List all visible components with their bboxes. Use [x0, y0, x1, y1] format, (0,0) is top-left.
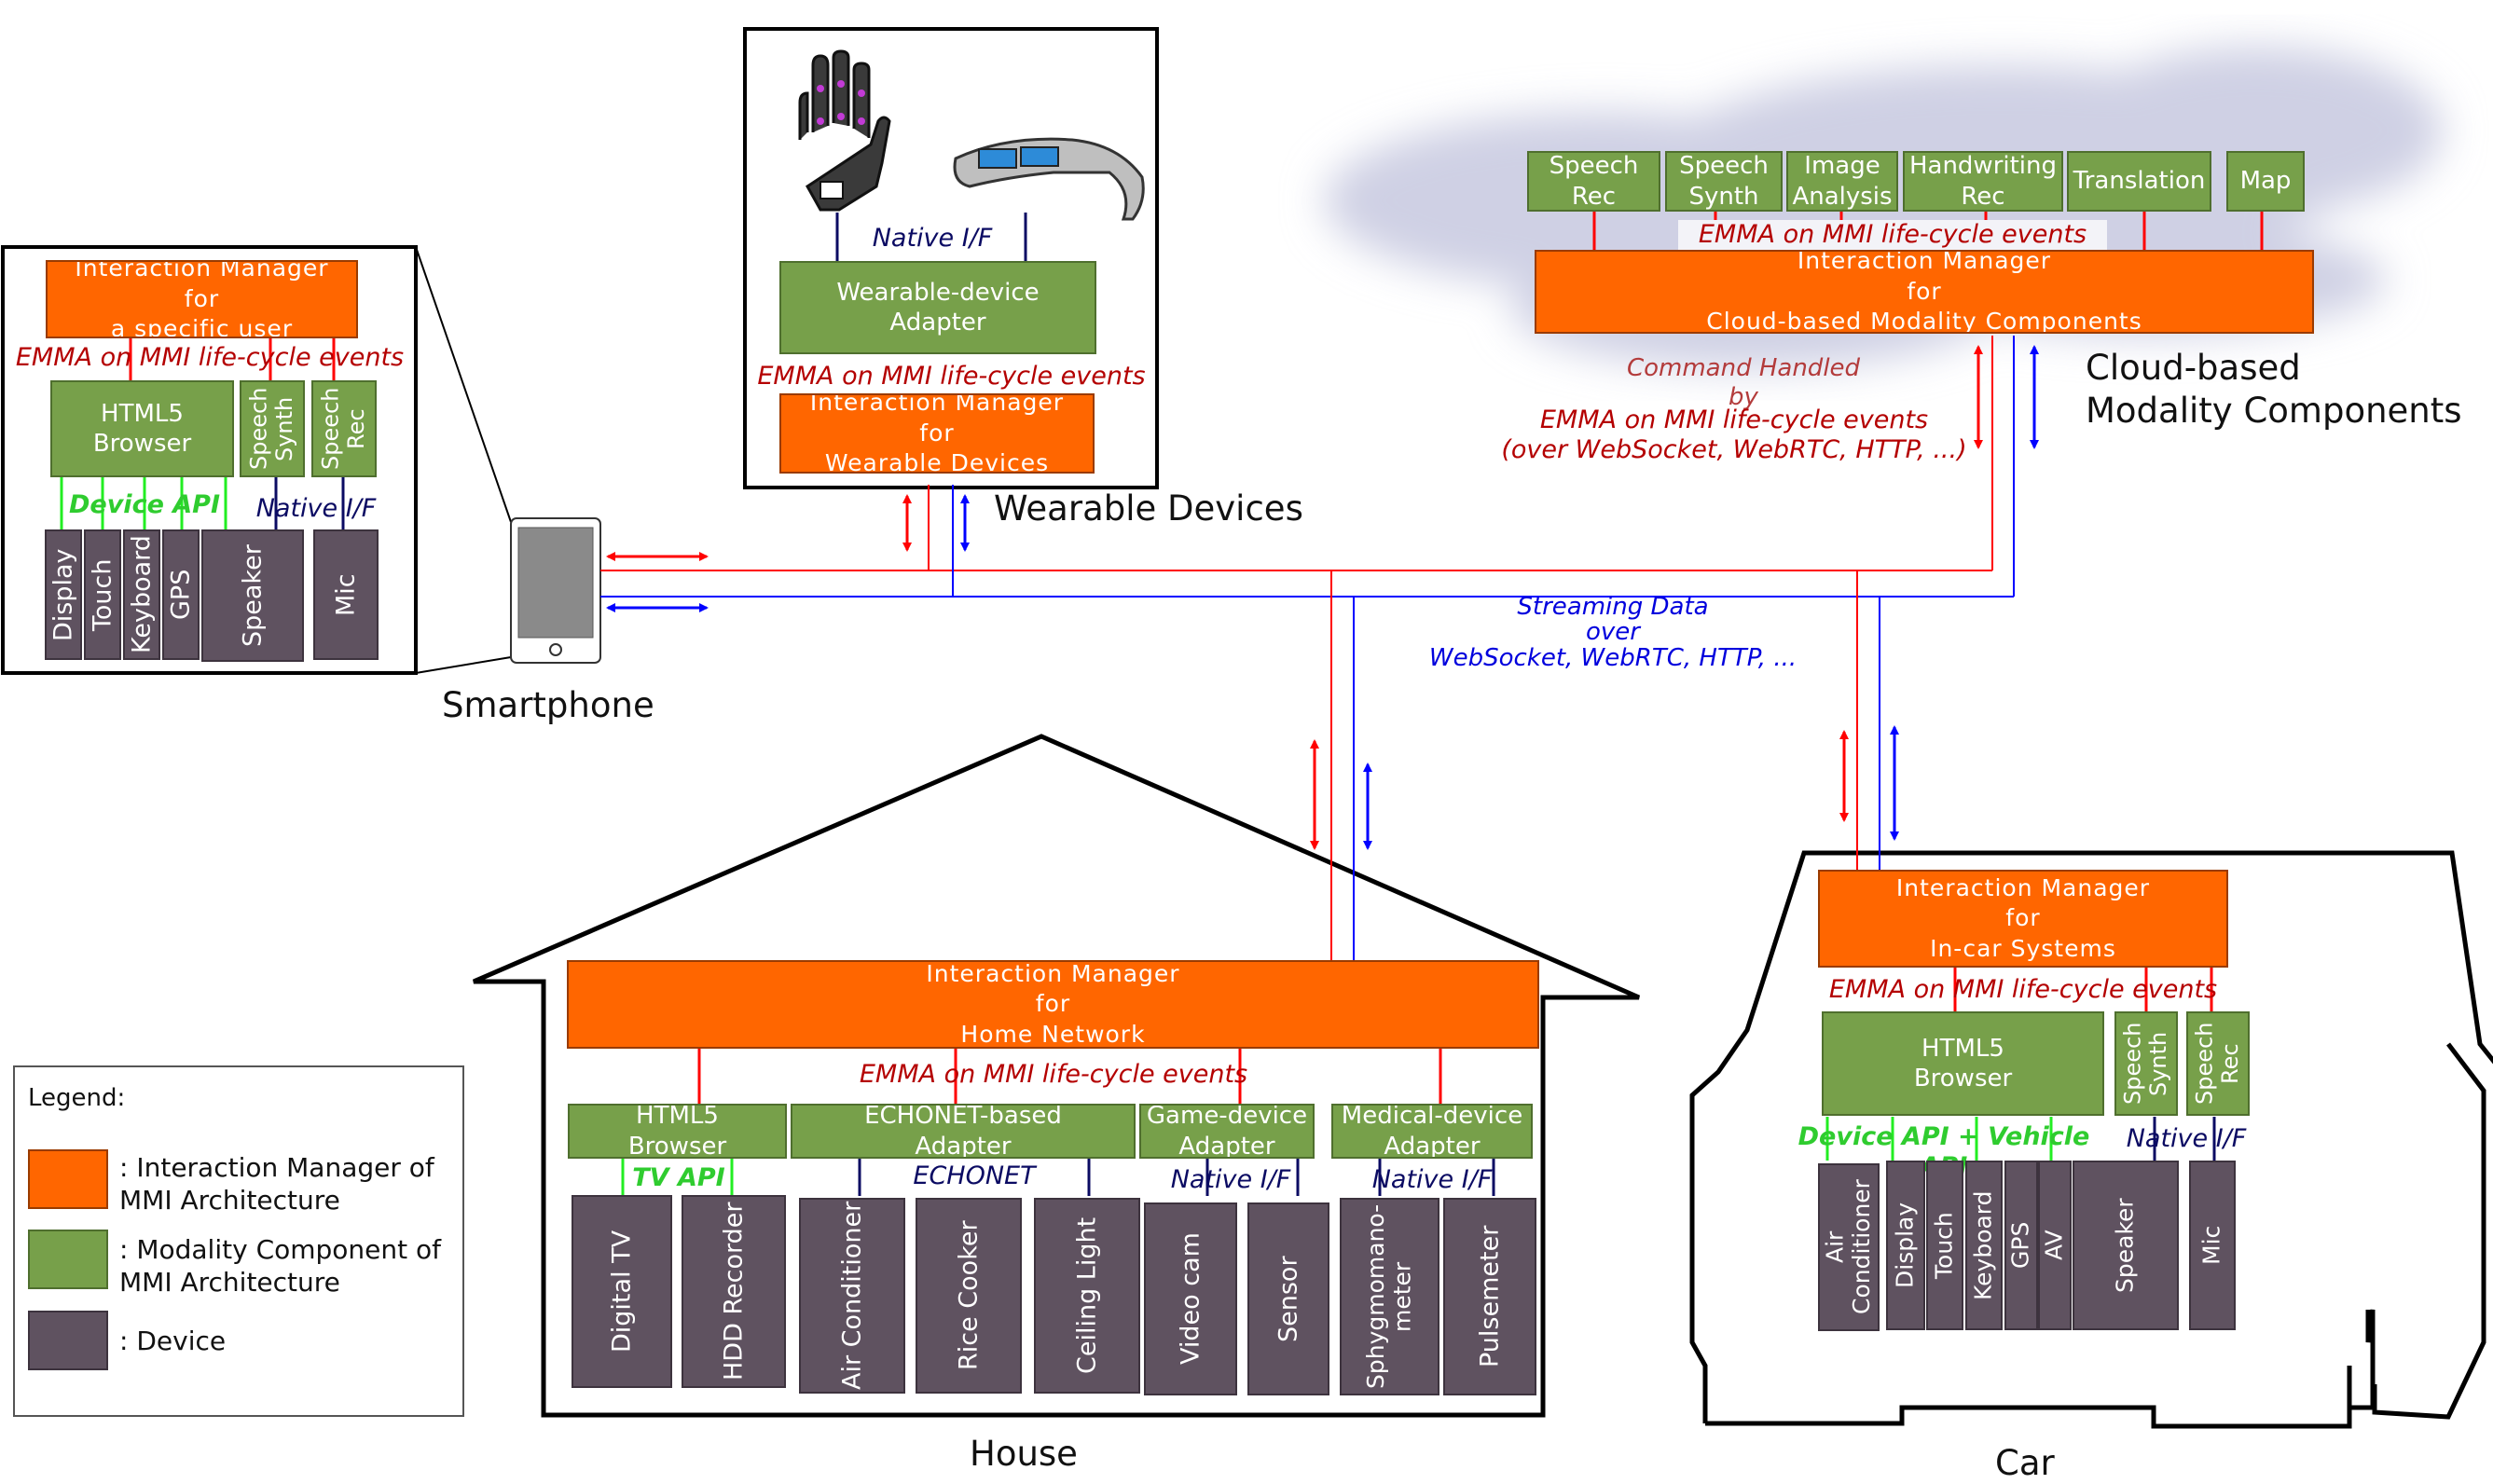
car-device-speaker: Speaker	[2073, 1161, 2179, 1330]
smartphone-device-gps: GPS	[162, 529, 200, 660]
house-native-if-2-label: Native I/F	[1371, 1165, 1493, 1194]
streaming-data-label: Streaming Data over WebSocket, WebRTC, H…	[1428, 593, 1797, 672]
house-emma-label: EMMA on MMI life-cycle events	[859, 1060, 1248, 1089]
house-game-device-adapter: Game-device Adapter	[1139, 1104, 1315, 1159]
smartphone-device-touch: Touch	[84, 529, 121, 660]
house-device-hdd-recorder: HDD Recorder	[682, 1195, 786, 1388]
car-device-gps: GPS	[2004, 1161, 2038, 1330]
car-device-keyboard: Keyboard	[1965, 1161, 2003, 1330]
wearable-emma-label: EMMA on MMI life-cycle events	[757, 362, 1146, 391]
house-device-sensor: Sensor	[1247, 1202, 1329, 1395]
cloud-caption: Cloud-based Modality Components	[2086, 348, 2462, 432]
house-echonet-label: ECHONET	[913, 1161, 1036, 1190]
house-tv-api-label: TV API	[632, 1163, 725, 1192]
car-device-air-conditioner: Air Conditioner	[1818, 1163, 1880, 1331]
smartphone-native-if-label: Native I/F	[255, 494, 377, 523]
smartphone-emma-label: EMMA on MMI life-cycle events	[15, 343, 405, 372]
house-device-video-cam: Video cam	[1144, 1202, 1237, 1395]
house-echonet-adapter: ECHONET-based Adapter	[791, 1104, 1136, 1159]
house-caption: House	[970, 1434, 1078, 1474]
legend-label-modality-component: : Modality Component of MMI Architecture	[119, 1234, 442, 1298]
wearable-device-adapter: Wearable-device Adapter	[779, 261, 1096, 354]
house-device-digital-tv: Digital TV	[572, 1195, 672, 1388]
smartphone-device-keyboard: Keyboard	[123, 529, 160, 660]
cloud-handwriting-rec: Handwriting Rec	[1903, 151, 2063, 212]
house-interaction-manager: Interaction Manager for Home Network	[567, 960, 1539, 1049]
legend-swatch-modality-component	[28, 1230, 108, 1289]
smartphone-caption: Smartphone	[442, 685, 654, 725]
smartphone-device-api-label: Device API	[68, 490, 221, 519]
car-device-mic: Mic	[2189, 1161, 2236, 1330]
house-html5-browser: HTML5 Browser	[568, 1104, 787, 1159]
legend-label-device: : Device	[119, 1326, 227, 1356]
car-html5-browser: HTML5 Browser	[1822, 1011, 2104, 1116]
cloud-command-label: Command Handled by	[1626, 354, 1861, 412]
house-device-ceiling-light: Ceiling Light	[1034, 1198, 1140, 1394]
house-device-pulsemeter: Pulsemeter	[1443, 1198, 1536, 1395]
legend: Legend: : Interaction Manager of MMI Arc…	[13, 1065, 464, 1417]
car-interaction-manager: Interaction Manager for In-car Systems	[1818, 870, 2228, 968]
cloud-map: Map	[2226, 151, 2305, 212]
cloud-speech-rec: Speech Rec	[1527, 151, 1660, 212]
smartphone-device-display: Display	[45, 529, 82, 660]
car-device-display: Display	[1886, 1161, 1925, 1330]
smartphone-speech-synth: Speech Synth	[240, 380, 305, 477]
car-native-if-label: Native I/F	[2126, 1124, 2247, 1153]
cloud-emma-label: EMMA on MMI life-cycle events	[1678, 220, 2107, 251]
car-speech-rec: Speech Rec	[2186, 1011, 2250, 1116]
car-outline	[1689, 850, 2493, 1423]
smartphone-interaction-manager: Interaction Manager for a specific user	[46, 260, 358, 338]
house-device-air-conditioner: Air Conditioner	[799, 1198, 905, 1394]
smartphone-device-mic: Mic	[313, 529, 379, 660]
car-caption: Car	[1995, 1443, 2055, 1483]
house-outline	[473, 734, 1641, 1418]
car-emma-label: EMMA on MMI life-cycle events	[1828, 975, 2218, 1004]
smartphone-speech-rec: Speech Rec	[311, 380, 377, 477]
wearable-interaction-manager: Interaction Manager for Wearable Devices	[779, 393, 1095, 474]
data-glove-icon	[798, 49, 891, 212]
cloud-interaction-manager: Interaction Manager for Cloud-based Moda…	[1535, 250, 2314, 334]
legend-swatch-interaction-manager	[28, 1149, 108, 1209]
car-speech-synth: Speech Synth	[2114, 1011, 2178, 1116]
house-native-if-1-label: Native I/F	[1170, 1165, 1291, 1194]
legend-label-interaction-manager: : Interaction Manager of MMI Architectur…	[119, 1152, 434, 1216]
smartphone-html5-browser: HTML5 Browser	[50, 380, 234, 477]
cloud-image-analysis: Image Analysis	[1786, 151, 1898, 212]
smartphone-device-speaker: Speaker	[201, 529, 304, 662]
cloud-command-emma-label: EMMA on MMI life-cycle events (over WebS…	[1501, 405, 1967, 465]
car-device-touch: Touch	[1926, 1161, 1963, 1330]
legend-swatch-device	[28, 1311, 108, 1370]
legend-title: Legend:	[28, 1084, 126, 1112]
wearable-caption: Wearable Devices	[994, 488, 1303, 529]
smartphone-icon	[510, 517, 601, 664]
house-device-rice-cooker: Rice Cooker	[916, 1198, 1022, 1394]
smart-glasses-icon	[953, 137, 1145, 221]
house-device-sphygmomanometer: Sphygmomano- meter	[1340, 1198, 1439, 1395]
house-medical-device-adapter: Medical-device Adapter	[1331, 1104, 1533, 1159]
cloud-translation: Translation	[2067, 151, 2211, 212]
cloud-speech-synth: Speech Synth	[1665, 151, 1783, 212]
wearable-native-if-label: Native I/F	[872, 224, 993, 253]
car-device-av: AV	[2038, 1161, 2072, 1330]
